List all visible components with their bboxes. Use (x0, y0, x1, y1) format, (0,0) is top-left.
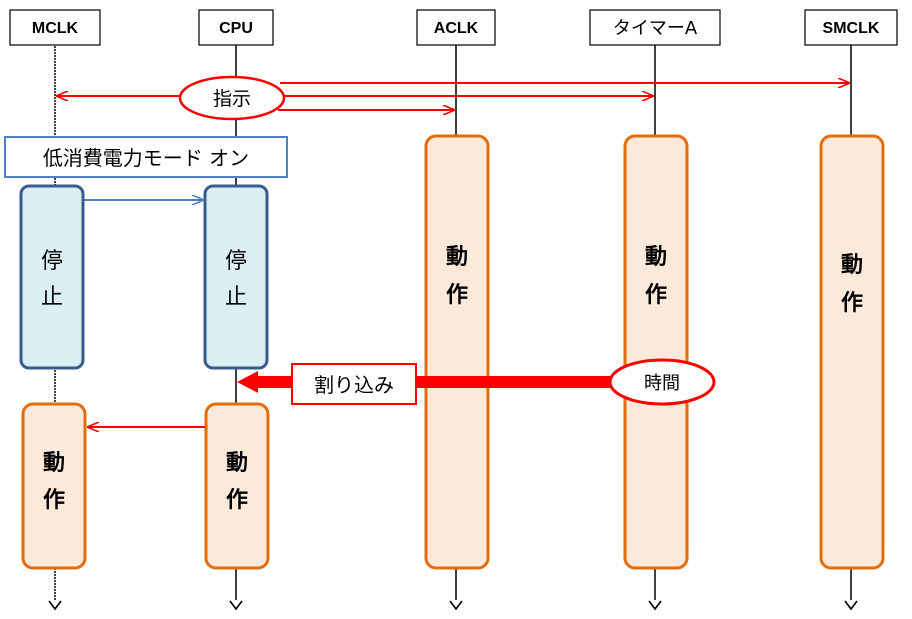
instruction-node: 指示 (178, 75, 286, 121)
header-timer: タイマーA (613, 18, 698, 39)
low-power-mode-label: 低消費電力モード オン (43, 146, 249, 170)
instruction-arrows (57, 83, 849, 110)
cpu-stop-char-2: 止 (225, 285, 247, 310)
cpu-active-char-1: 動 (226, 451, 248, 476)
aclk-end-arrow-icon (449, 600, 463, 611)
instruction-ellipse (178, 75, 286, 121)
mclk-stop-char-1: 停 (41, 249, 63, 274)
cpu-active-rect (204, 402, 270, 570)
header-smclk: SMCLK (823, 20, 880, 37)
smclk-active-char-2: 作 (841, 291, 863, 316)
header-mclk: MCLK (32, 20, 79, 37)
aclk-active-block: 動 作 (424, 134, 490, 570)
cpu-end-arrow-icon (229, 600, 243, 611)
smclk-end-arrow-icon (844, 600, 858, 611)
aclk-active-char-2: 作 (446, 283, 468, 308)
smclk-active-char-1: 動 (841, 253, 863, 278)
low-power-mode-box: 低消費電力モード オン (4, 136, 288, 178)
time-node: 時間 (608, 358, 716, 406)
header-timer-box (589, 9, 721, 46)
smclk-active-rect (819, 134, 885, 570)
mclk-active-block: 動 作 (21, 402, 87, 570)
interrupt-label-rect (291, 363, 417, 405)
header-aclk-box (416, 9, 496, 46)
time-ellipse (608, 358, 716, 406)
interrupt-label-box: 割り込み (291, 363, 417, 405)
mclk-active-char-1: 動 (43, 451, 65, 476)
smclk-active-block: 動 作 (819, 134, 885, 570)
mclk-active-rect (21, 402, 87, 570)
low-power-mode-rect (4, 136, 288, 178)
timer-active-char-2: 作 (645, 283, 667, 308)
mclk-active-char-2: 作 (43, 488, 65, 513)
header-aclk: ACLK (434, 20, 479, 37)
timer-active-rect (623, 134, 689, 570)
mclk-stop-char-2: 止 (41, 285, 63, 310)
mclk-stop-block: 停 止 (19, 184, 85, 370)
time-label: 時間 (644, 373, 680, 394)
cpu-stop-block: 停 止 (203, 184, 269, 370)
aclk-active-rect (424, 134, 490, 570)
interrupt-label: 割り込み (314, 373, 394, 397)
cpu-stop-char-1: 停 (225, 249, 247, 274)
aclk-active-char-1: 動 (446, 245, 468, 270)
cpu-active-block: 動 作 (204, 402, 270, 570)
header-cpu-box (198, 9, 274, 46)
lifeline-end-arrows (48, 600, 858, 611)
timer-end-arrow-icon (648, 600, 662, 611)
interrupt-arrow-head-icon (237, 371, 258, 393)
mclk-stop-rect (19, 184, 85, 370)
header-mclk-box (9, 9, 101, 46)
timer-active-block: 動 作 (623, 134, 689, 570)
cpu-active-char-2: 作 (226, 488, 248, 513)
header-smclk-box (804, 9, 898, 46)
mclk-end-arrow-icon (48, 600, 62, 611)
timer-active-char-1: 動 (645, 245, 667, 270)
header-cpu: CPU (219, 20, 253, 37)
lifeline-headers: MCLK CPU ACLK タイマーA SMCLK (9, 9, 898, 46)
instruction-label: 指示 (213, 88, 251, 110)
cpu-stop-rect (203, 184, 269, 370)
